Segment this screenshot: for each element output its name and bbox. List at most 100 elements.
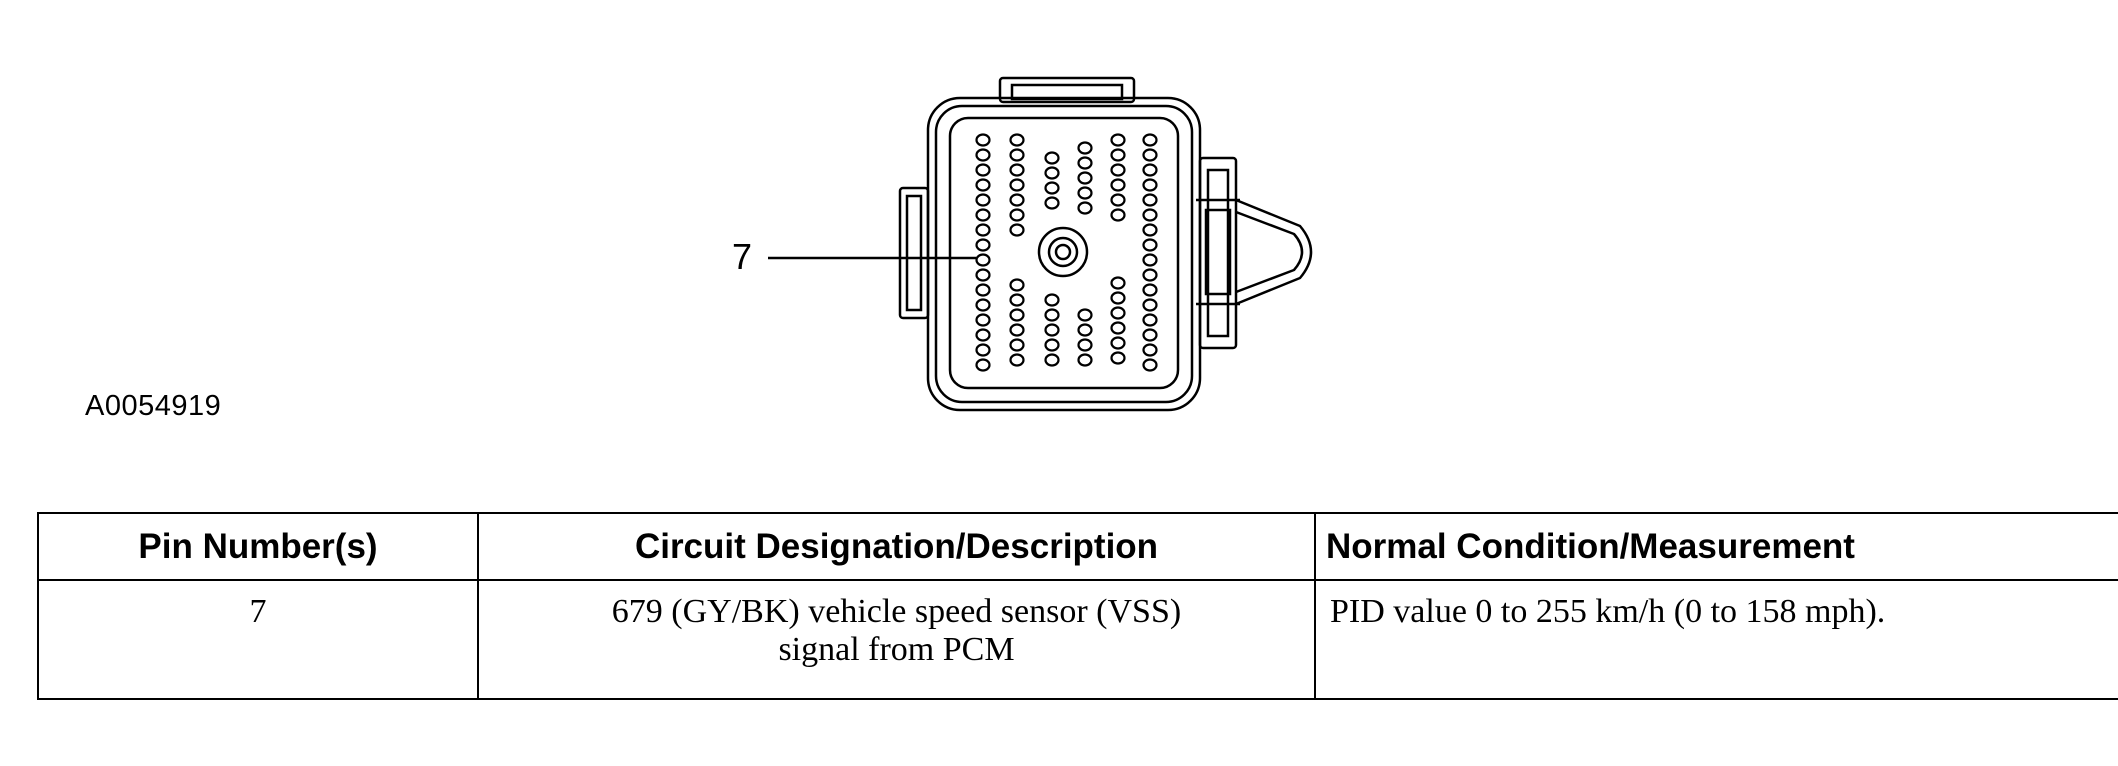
pin-hole [1077, 308, 1093, 322]
pin-hole [1009, 323, 1025, 337]
pin-hole [1142, 223, 1158, 237]
pin-hole [1009, 178, 1025, 192]
pin-hole [1077, 323, 1093, 337]
pin-hole [1009, 163, 1025, 177]
pin-hole [1142, 208, 1158, 222]
pin-hole [975, 253, 991, 267]
pin-holes [975, 133, 1158, 372]
pin-hole [1009, 278, 1025, 292]
pin-hole [975, 298, 991, 312]
cell-normal-condition: PID value 0 to 255 km/h (0 to 158 mph). [1314, 579, 2118, 700]
pin-hole [1110, 193, 1126, 207]
pin-hole [975, 148, 991, 162]
connector-drawing [768, 76, 1313, 412]
pin-hole [1009, 193, 1025, 207]
right-clip-inner [1206, 168, 1230, 338]
pin-hole [1110, 133, 1126, 147]
pin-callout-label: 7 [732, 236, 753, 277]
header-circuit-description: Circuit Designation/Description [477, 512, 1316, 581]
pin-hole [975, 283, 991, 297]
pin-hole [975, 268, 991, 282]
pin-hole [1044, 151, 1060, 165]
pin-hole [1044, 323, 1060, 337]
pin-hole [1142, 133, 1158, 147]
pin-hole [1110, 321, 1126, 335]
pin-hole [1110, 208, 1126, 222]
pin-hole [1009, 148, 1025, 162]
figure-id: A0054919 [85, 390, 222, 422]
pin-hole [1110, 306, 1126, 320]
pin-hole [1142, 148, 1158, 162]
pin-hole [1077, 156, 1093, 170]
pin-hole [1142, 358, 1158, 372]
pin-hole [1142, 253, 1158, 267]
cell-circuit-description: 679 (GY/BK) vehicle speed sensor (VSS) s… [477, 579, 1316, 700]
pin-hole [1110, 178, 1126, 192]
top-latch [998, 76, 1136, 104]
pin-hole [1009, 223, 1025, 237]
pin-hole [1142, 238, 1158, 252]
pin-hole [1009, 208, 1025, 222]
pin-hole [1077, 201, 1093, 215]
pin-hole [1142, 328, 1158, 342]
pin-hole [1077, 353, 1093, 367]
left-latch-inner [905, 194, 923, 312]
pin-hole [975, 223, 991, 237]
pin-hole [975, 313, 991, 327]
pin-hole [1110, 291, 1126, 305]
left-latch [898, 186, 930, 320]
pin-hole [1009, 338, 1025, 352]
pin-hole [975, 343, 991, 357]
pin-hole [1142, 193, 1158, 207]
pin-hole [1077, 141, 1093, 155]
pin-hole [1077, 186, 1093, 200]
pin-hole [1110, 163, 1126, 177]
pin-hole [1142, 268, 1158, 282]
circuit-description-line-1: 679 (GY/BK) vehicle speed sensor (VSS) [611, 593, 1182, 630]
pin-hole [1142, 313, 1158, 327]
header-pin-numbers: Pin Number(s) [37, 512, 479, 581]
right-clip-frame [1198, 156, 1238, 350]
pin-hole [1142, 298, 1158, 312]
pin-hole [1142, 343, 1158, 357]
pin-hole [1077, 338, 1093, 352]
pin-hole [975, 208, 991, 222]
pin-hole [1110, 336, 1126, 350]
pin-hole [1077, 171, 1093, 185]
release-tab [1235, 198, 1313, 306]
pin-hole [1044, 308, 1060, 322]
pin-hole [1009, 133, 1025, 147]
table-row: 7 679 (GY/BK) vehicle speed sensor (VSS)… [37, 579, 2118, 700]
pin-hole [975, 178, 991, 192]
pin-hole [1009, 293, 1025, 307]
pin-hole [975, 358, 991, 372]
pin-hole [1110, 148, 1126, 162]
pin-hole [1044, 166, 1060, 180]
pin-hole [975, 193, 991, 207]
circuit-description-line-2: signal from PCM [778, 631, 1015, 668]
pin-hole [1142, 283, 1158, 297]
pin-hole [1009, 308, 1025, 322]
pin-hole [1044, 353, 1060, 367]
pin-hole [1044, 293, 1060, 307]
center-boss [1037, 226, 1089, 278]
pin-hole [1110, 351, 1126, 365]
pin-hole [975, 328, 991, 342]
pin-hole [1044, 196, 1060, 210]
pin-hole [1009, 353, 1025, 367]
pin-hole [1142, 178, 1158, 192]
pin-hole [975, 133, 991, 147]
connector-shell-outer [926, 96, 1202, 412]
table-header-row: Pin Number(s) Circuit Designation/Descri… [37, 512, 2118, 581]
pin-hole [975, 238, 991, 252]
pin-table: Pin Number(s) Circuit Designation/Descri… [37, 512, 2118, 700]
connector-diagram: 7 A0054919 [85, 76, 1313, 422]
header-normal-condition: Normal Condition/Measurement [1314, 512, 2118, 581]
pin-hole [1044, 181, 1060, 195]
pin-hole [1044, 338, 1060, 352]
connector-shell-inner [948, 116, 1180, 390]
cell-pin-number: 7 [37, 579, 479, 700]
pin-hole [1110, 276, 1126, 290]
pin-hole [1142, 163, 1158, 177]
pin-hole [975, 163, 991, 177]
